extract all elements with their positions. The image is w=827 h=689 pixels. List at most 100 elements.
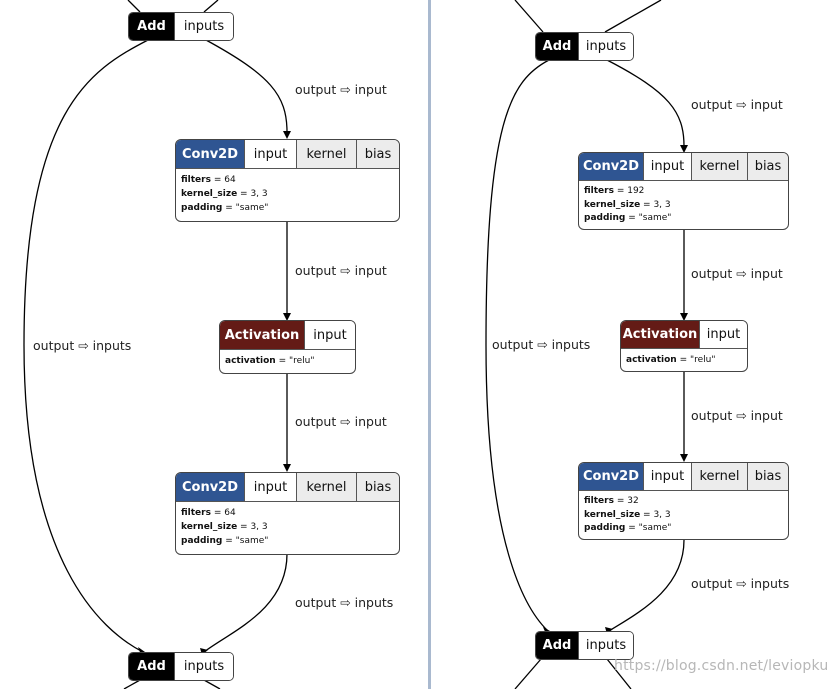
attribute-value: "same"	[638, 523, 672, 533]
attribute-row: filters = 64	[181, 508, 236, 518]
arrowhead	[283, 464, 291, 472]
edge-line	[606, 658, 632, 689]
attribute-value: 64	[224, 508, 236, 518]
arrowhead	[680, 454, 688, 462]
attribute-row: kernel_size = 3, 3	[181, 522, 268, 532]
attribute-row: padding = "same"	[584, 213, 672, 223]
conv2d-node[interactable]: Conv2D input kernel bias filters = 192 k…	[578, 152, 789, 230]
edge-line	[205, 39, 288, 133]
attribute-value: "same"	[235, 203, 269, 213]
add-node[interactable]: Add inputs	[535, 631, 634, 660]
node-attributes: activation = "relu"	[621, 348, 747, 370]
attribute-row: filters = 192	[584, 186, 645, 196]
edge-label: output ⇨ inputs	[492, 337, 591, 352]
node-port: input	[699, 321, 747, 348]
node-port: bias	[356, 140, 399, 168]
add-node[interactable]: Add inputs	[128, 652, 234, 681]
attribute-row: filters = 32	[584, 496, 639, 506]
node-attributes: activation = "relu"	[220, 349, 355, 371]
watermark: https://blog.csdn.net/leviopku	[614, 658, 827, 674]
edge-line	[485, 59, 550, 632]
edge-line	[604, 0, 662, 33]
node-title: Activation	[220, 321, 304, 349]
node-port: bias	[747, 153, 788, 180]
edge-label: output ⇨ inputs	[691, 576, 790, 591]
attribute-key: kernel_size	[181, 522, 238, 532]
attribute-key: kernel_size	[181, 189, 238, 199]
edge-label: output ⇨ input	[691, 408, 783, 423]
edge-line	[127, 0, 141, 13]
node-port: kernel	[691, 463, 747, 490]
edge-label: output ⇨ input	[295, 263, 387, 278]
attribute-value: "same"	[638, 213, 672, 223]
node-title: Conv2D	[176, 140, 244, 168]
attribute-value: "same"	[235, 536, 269, 546]
edge-line	[514, 0, 544, 33]
attribute-key: activation	[626, 355, 677, 365]
right-edges	[485, 0, 688, 689]
edge-line	[606, 59, 685, 147]
attribute-value: 3, 3	[653, 509, 671, 520]
attribute-key: filters	[181, 508, 211, 518]
node-attributes: filters = 64 kernel_size = 3, 3 padding …	[176, 168, 399, 218]
node-port: inputs	[174, 13, 233, 40]
edge-line	[203, 0, 219, 13]
conv2d-node[interactable]: Conv2D input kernel bias filters = 64 ke…	[175, 472, 400, 555]
attribute-key: padding	[584, 213, 626, 223]
attribute-key: filters	[584, 496, 614, 506]
attribute-value: 64	[224, 175, 236, 185]
attribute-value: 3, 3	[250, 522, 268, 532]
left-graph-panel: output ⇨ input output ⇨ input output ⇨ i…	[23, 0, 400, 689]
node-port: kernel	[691, 153, 747, 180]
node-port: bias	[356, 473, 399, 501]
edge-label: output ⇨ input	[295, 82, 387, 97]
attribute-key: filters	[584, 186, 614, 196]
edge-label: output ⇨ input	[691, 266, 783, 281]
activation-node[interactable]: Activation input activation = "relu"	[620, 320, 748, 372]
attribute-value: "relu"	[288, 356, 315, 366]
attribute-value: 3, 3	[250, 189, 268, 199]
node-title: Add	[129, 653, 174, 680]
arrowhead	[680, 145, 688, 153]
node-title: Activation	[621, 321, 699, 348]
attribute-row: kernel_size = 3, 3	[584, 509, 671, 520]
node-title: Add	[129, 13, 174, 40]
attribute-value: "relu"	[689, 355, 716, 365]
attribute-key: padding	[181, 536, 223, 546]
attribute-key: padding	[181, 203, 223, 213]
node-port: inputs	[578, 33, 633, 60]
node-port: inputs	[578, 632, 633, 659]
node-port: input	[304, 321, 355, 349]
attribute-row: activation = "relu"	[225, 356, 315, 366]
node-port: input	[643, 463, 691, 490]
attribute-key: padding	[584, 523, 626, 533]
panel-divider	[428, 0, 431, 689]
node-port: input	[244, 473, 296, 501]
arrowhead	[283, 131, 291, 139]
node-port: input	[244, 140, 296, 168]
add-node[interactable]: Add inputs	[535, 32, 634, 61]
attribute-row: activation = "relu"	[626, 355, 716, 365]
node-title: Conv2D	[579, 153, 643, 180]
node-title: Conv2D	[579, 463, 643, 490]
activation-node[interactable]: Activation input activation = "relu"	[219, 320, 356, 374]
node-title: Conv2D	[176, 473, 244, 501]
edge-label: output ⇨ inputs	[295, 595, 394, 610]
conv2d-node[interactable]: Conv2D input kernel bias filters = 64 ke…	[175, 139, 400, 222]
left-edges	[23, 0, 291, 689]
node-title: Add	[536, 33, 578, 60]
attribute-row: filters = 64	[181, 175, 236, 185]
attribute-value: 3, 3	[653, 199, 671, 210]
node-port: input	[643, 153, 691, 180]
node-title: Add	[536, 632, 578, 659]
attribute-key: filters	[181, 175, 211, 185]
attribute-row: padding = "same"	[181, 203, 269, 213]
conv2d-node[interactable]: Conv2D input kernel bias filters = 32 ke…	[578, 462, 789, 540]
arrowhead	[283, 313, 291, 321]
node-port: kernel	[296, 473, 356, 501]
edge-label: output ⇨ input	[295, 414, 387, 429]
edge-line	[608, 539, 685, 632]
node-port: kernel	[296, 140, 356, 168]
add-node[interactable]: Add inputs	[128, 12, 234, 41]
attribute-row: padding = "same"	[584, 523, 672, 533]
